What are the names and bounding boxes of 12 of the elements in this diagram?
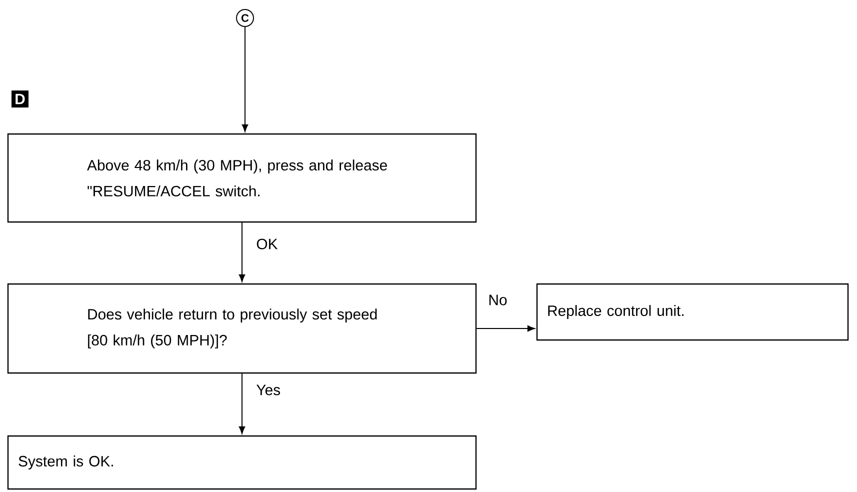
process-box: Replace control unit.	[536, 283, 849, 341]
arrow	[238, 373, 246, 434]
section-letter: D	[12, 90, 28, 108]
arrow	[476, 325, 535, 332]
arrow	[238, 222, 246, 282]
edge-label: No	[489, 294, 507, 306]
process-box: Does vehicle return to previously set speed [80 km/h (50 MPH)]?	[7, 283, 477, 374]
process-box: System is OK.	[7, 435, 477, 490]
arrow	[242, 26, 248, 132]
edge-label: OK	[256, 238, 278, 250]
edge-label: Yes	[256, 384, 280, 396]
process-box: Above 48 km/h (30 MPH), press and release "RESUME/ACCEL switch.	[7, 133, 477, 223]
